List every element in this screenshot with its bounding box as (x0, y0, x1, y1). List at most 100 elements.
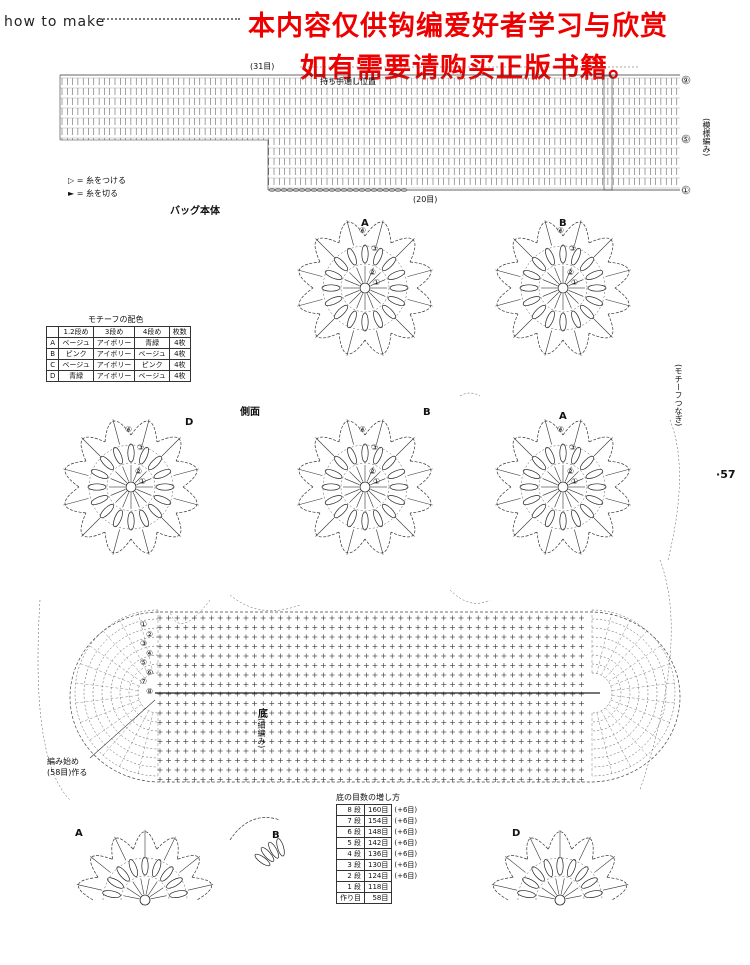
motif-spoke (565, 492, 572, 508)
motif-tall-stitch (544, 419, 552, 445)
increase-row-plus: (+6目) (394, 806, 418, 814)
motif-petal (587, 284, 607, 292)
bottom-row-number: ⑧ (146, 686, 154, 696)
motif-spoke (349, 491, 361, 503)
increase-row-label: 2 段 (336, 870, 365, 882)
motif-tall-stitch (112, 419, 120, 445)
motif-spoke (554, 267, 561, 283)
motif-petal (571, 509, 581, 528)
motif-tall-stitch (513, 238, 533, 258)
color-table-cell: D (45, 370, 60, 382)
motif-petal (585, 296, 604, 306)
motif-flower (495, 419, 631, 555)
motif-spoke (110, 478, 126, 485)
motif-spoke (565, 267, 572, 283)
motif-join-line (449, 589, 491, 604)
motif-spoke (568, 489, 584, 496)
motif-row-number: ② (135, 467, 143, 476)
motif-row-number: ③ (137, 443, 145, 452)
motif-petal (147, 455, 163, 471)
motif-row-number: ② (369, 268, 377, 277)
motif-spoke (554, 492, 561, 508)
increase-row-label: 作り目 (336, 892, 365, 904)
motif-petal (571, 310, 581, 329)
motif-tall-stitch (81, 437, 101, 457)
motif-spoke (547, 491, 559, 503)
motif-petal (381, 455, 397, 471)
start-pointer (89, 699, 156, 759)
strap-row-5: ⑤ (682, 135, 690, 144)
bottom-radial (137, 611, 154, 674)
motif-petal (566, 859, 577, 877)
motif-petal (127, 511, 135, 531)
bottom-radial (118, 710, 149, 768)
bottom-left-row (83, 618, 159, 768)
motif-petal (324, 296, 343, 306)
motif-row-number: ③ (569, 443, 577, 452)
bottom-radial (596, 712, 613, 775)
motif-petal (559, 511, 567, 531)
motif-tall-stitch (376, 330, 384, 356)
increase-row-label: 5 段 (336, 837, 365, 849)
bottom-radial (88, 704, 142, 741)
motif-petal (139, 509, 149, 528)
motif-spoke (344, 489, 360, 496)
motif-petal (333, 503, 349, 519)
motif-chain-arch (493, 877, 514, 901)
motif-join-line (667, 419, 680, 561)
motif-row-ring (538, 462, 588, 512)
motif-tall-stitch (297, 468, 323, 476)
increase-row-count: 142目 (363, 837, 393, 849)
motif-petal (151, 859, 162, 877)
page-number: ·57 (716, 468, 736, 481)
color-table-cell: C (45, 359, 60, 371)
bottom-left-row (92, 627, 159, 759)
motif-tall-stitch (187, 884, 214, 891)
bottom-radial (88, 645, 142, 682)
motif-row-number: ② (567, 268, 575, 277)
motif-tall-stitch (505, 856, 526, 873)
motif-row-number: ① (373, 477, 381, 486)
bottom-row-number: ① (140, 620, 148, 629)
motif-tall-stitch (63, 468, 89, 476)
motif-petal (324, 495, 343, 505)
motif-center-ring (557, 282, 569, 294)
motif-petal (522, 877, 539, 889)
motif-tall-stitch (395, 517, 415, 537)
motif-spoke (150, 895, 167, 900)
motif-petal (531, 256, 547, 272)
motif-spoke (563, 881, 573, 896)
motif-petal (260, 847, 275, 862)
bottom-radial (102, 629, 145, 679)
motif-petal (347, 310, 357, 329)
motif-petal (116, 866, 130, 882)
motif-tall-stitch (407, 299, 433, 307)
motif-petal (155, 483, 175, 491)
motif-tall-stitch (179, 856, 200, 873)
motif-spoke (367, 466, 374, 482)
motif-petal (545, 247, 555, 266)
increase-row-count: 118目 (363, 881, 393, 893)
bottom-row-number: ② (146, 629, 154, 639)
motif-petal (127, 443, 135, 463)
motif-spoke (367, 293, 374, 309)
motif-petal (147, 503, 163, 519)
bottom-stitch-label: (細編み) (257, 718, 266, 749)
bottom-radial (596, 611, 613, 674)
motif-letter: D (185, 417, 194, 428)
motif-spoke (565, 293, 572, 309)
bag-body-label: バッグ本体 (170, 206, 220, 217)
motif-tall-stitch (495, 299, 521, 307)
motif-spoke (344, 279, 360, 286)
motif-chain-arch (191, 877, 212, 901)
bottom-radial (79, 699, 140, 723)
motif-petal (571, 247, 581, 266)
bottom-left-row (110, 645, 159, 741)
bottom-right-row (591, 654, 631, 732)
bottom-row-number: ⑤ (140, 658, 148, 667)
